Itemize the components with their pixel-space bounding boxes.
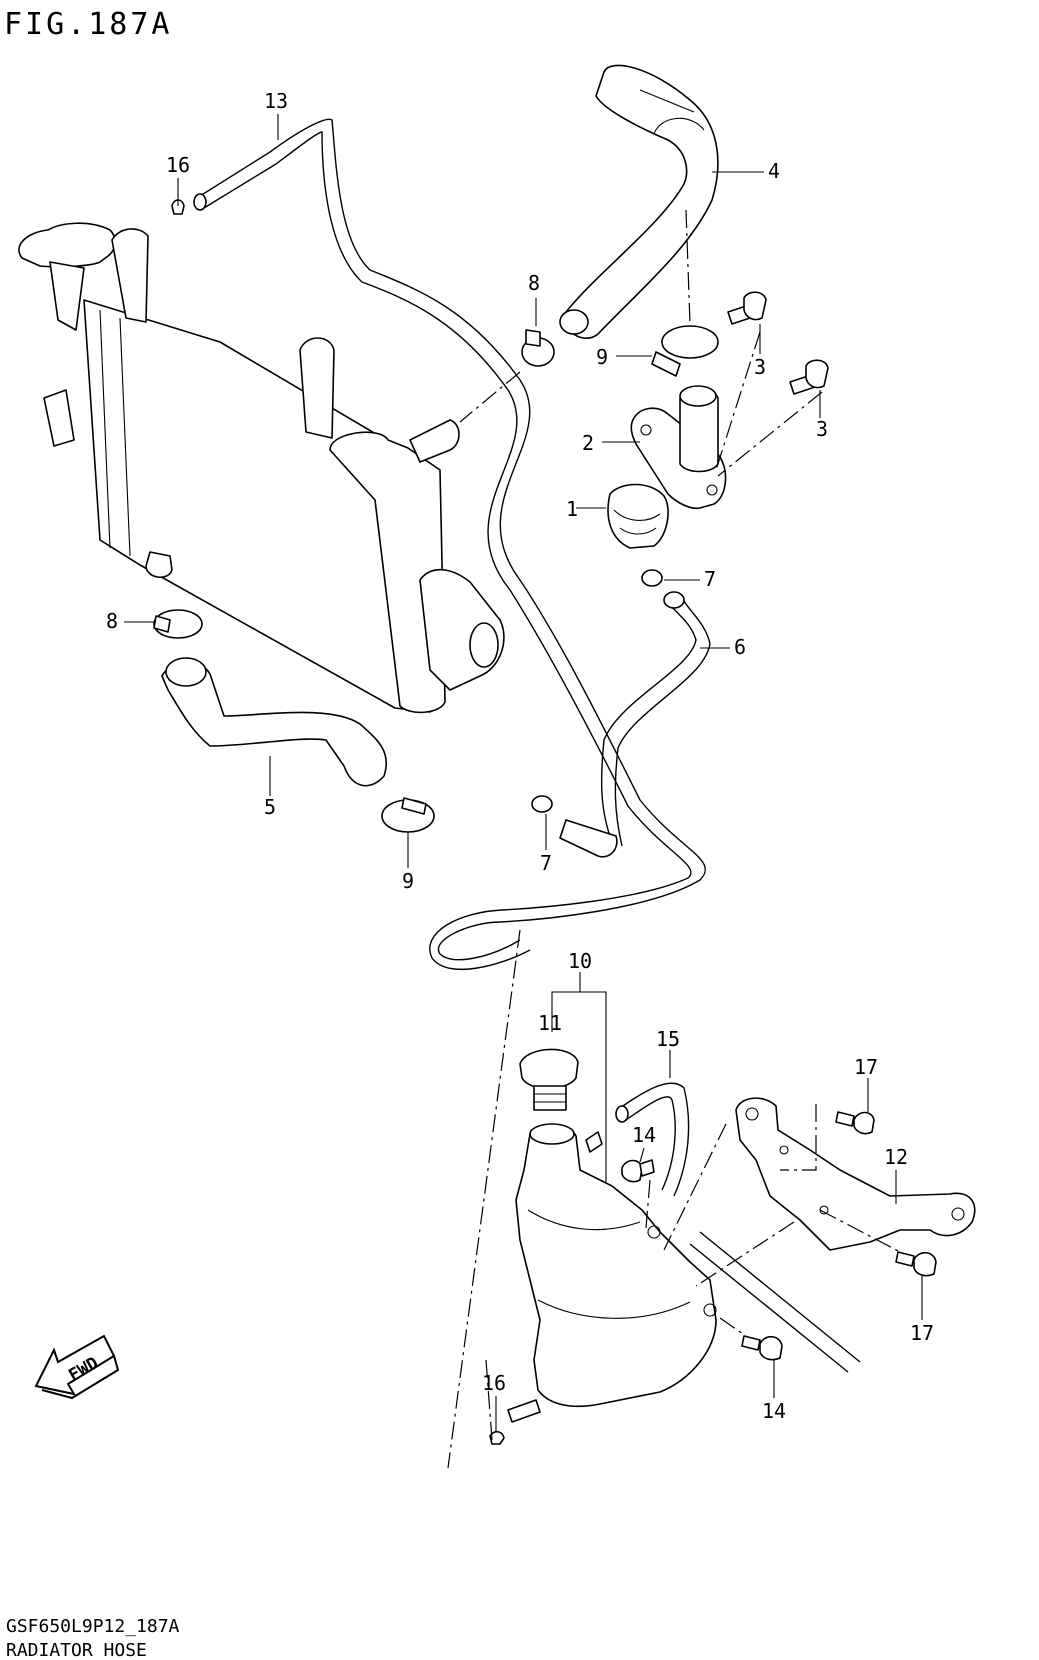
callout-7a: 7 [704,567,716,591]
callouts: 1 2 3 3 4 5 6 7 7 8 8 9 9 10 11 12 13 14… [106,89,934,1423]
callout-1: 1 [566,497,578,521]
radiator [18,222,505,714]
callout-11: 11 [538,1011,562,1035]
callout-2: 2 [582,431,594,455]
callout-14b: 14 [762,1399,786,1423]
callout-6: 6 [734,635,746,659]
callout-5: 5 [264,795,276,819]
callout-16a: 16 [166,153,190,177]
callout-8a: 8 [528,271,540,295]
figure-title: FIG.187A [4,7,173,42]
bolt-upper [727,291,767,325]
fwd-direction-arrow: FWD [34,1334,120,1400]
callout-16b: 16 [482,1371,506,1395]
bolt-lower [789,359,829,395]
callout-12: 12 [884,1145,908,1169]
callout-13: 13 [264,89,288,113]
callout-15: 15 [656,1027,680,1051]
callout-14a: 14 [632,1123,656,1147]
figure-code: GSF650L9P12_187A [6,1616,180,1637]
callout-3b: 3 [816,417,828,441]
callout-10: 10 [568,949,592,973]
callout-3a: 3 [754,355,766,379]
callout-7b: 7 [540,851,552,875]
callout-17a: 17 [854,1055,878,1079]
callout-4: 4 [768,159,780,183]
callout-17b: 17 [910,1321,934,1345]
callout-9b: 9 [402,869,414,893]
callout-8b: 8 [106,609,118,633]
figure-caption: RADIATOR HOSE [6,1640,147,1660]
callout-9a: 9 [596,345,608,369]
leader-lines [124,114,923,1432]
